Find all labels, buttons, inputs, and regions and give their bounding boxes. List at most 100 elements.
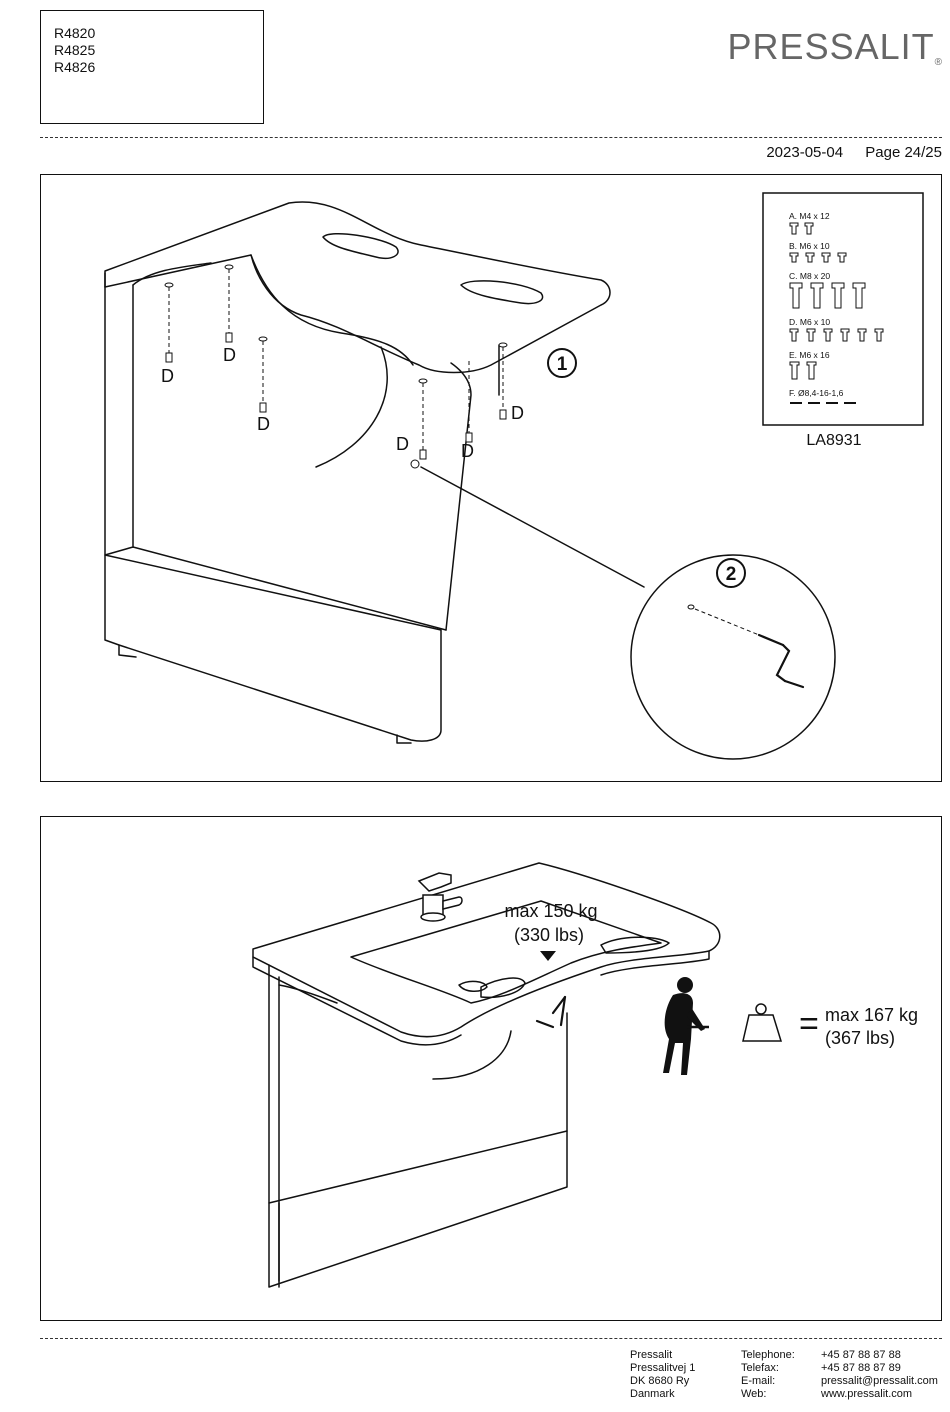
basin-top-outline xyxy=(104,201,611,374)
crank-shaft xyxy=(757,633,785,647)
column-front-edge xyxy=(445,362,472,631)
screw-e-icon xyxy=(806,361,817,380)
screw-e-icon xyxy=(789,361,800,380)
screw-hole xyxy=(224,264,234,270)
handle-slot-left xyxy=(480,977,526,999)
handle-slot-left xyxy=(322,233,399,259)
contact-label: Telefax: xyxy=(741,1362,779,1374)
address-line: DK 8680 Ry xyxy=(630,1375,690,1387)
bowl-drain-curve xyxy=(432,1030,512,1080)
lower-housing xyxy=(104,554,442,742)
screw-c-icon xyxy=(789,282,803,309)
screw-icon xyxy=(419,449,427,460)
contact-label: E-mail: xyxy=(741,1375,776,1387)
kit-item-label: E. M6 x 16 xyxy=(789,350,830,360)
screw-label: D xyxy=(511,403,524,423)
lower-housing-top-edge xyxy=(132,546,447,631)
step-1-marker: 1 xyxy=(547,348,577,378)
screw-d-icon xyxy=(823,328,833,342)
screw-icon xyxy=(465,432,473,443)
step-2-number: 2 xyxy=(726,564,737,585)
telephone-value: +45 87 88 87 88 xyxy=(821,1349,901,1361)
handle-slot-right xyxy=(460,280,544,305)
equals-sign: = xyxy=(799,1005,819,1043)
screw-label: D xyxy=(461,441,474,461)
step-1-panel: D D D D D D 1 2 A. M4 x 12 B. M6 x 10 C.… xyxy=(40,174,942,782)
footer-contact-labels: Telephone: Telefax: E-mail: Web: xyxy=(741,1349,795,1401)
address-line: Pressalitvej 1 xyxy=(630,1362,696,1374)
support-column xyxy=(268,964,568,1288)
screw-hole xyxy=(164,282,174,288)
kit-item-label: F. Ø8,4-16-1,6 xyxy=(789,388,844,398)
step-1-number: 1 xyxy=(557,354,568,375)
kit-item-label: A. M4 x 12 xyxy=(789,211,830,221)
kit-code: LA8931 xyxy=(806,432,861,449)
basin-side-rim xyxy=(600,950,710,976)
brand-logo: PRESSALIT® xyxy=(728,26,942,68)
faucet-icon xyxy=(417,872,463,922)
screw-icon xyxy=(165,352,173,363)
document-meta: 2023-05-04 Page 24/25 xyxy=(748,144,942,161)
kit-item-label: B. M6 x 10 xyxy=(789,241,830,251)
screw-b-icon xyxy=(821,252,831,263)
screw-label: D xyxy=(396,434,409,454)
model-number: R4820 xyxy=(54,25,96,41)
telefax-value: +45 87 88 87 89 xyxy=(821,1362,901,1374)
kit-item-label: C. M8 x 20 xyxy=(789,271,830,281)
crank-hole xyxy=(687,604,695,610)
document-date: 2023-05-04 xyxy=(766,144,844,161)
column-split-line xyxy=(268,1130,568,1204)
basin-bowl-edge xyxy=(250,254,414,366)
basin-top-outline xyxy=(252,862,721,1038)
web-link[interactable]: www.pressalit.com xyxy=(821,1388,913,1400)
screw-a-icon xyxy=(804,222,814,235)
footer-contact-values: +45 87 88 87 88 +45 87 88 87 89 pressali… xyxy=(821,1349,938,1401)
basin-bowl-edge xyxy=(350,900,662,1004)
load-arrow-icon xyxy=(540,951,556,961)
model-number: R4826 xyxy=(54,59,96,75)
screw-d-icon xyxy=(857,328,867,342)
registered-mark: ® xyxy=(934,57,942,68)
address-line: Danmark xyxy=(630,1388,675,1400)
screw-d-icon xyxy=(840,328,850,342)
support-bracket-curve xyxy=(132,262,212,286)
handle-slot-right xyxy=(600,936,670,954)
bowl-drain-curve xyxy=(315,346,388,468)
logo-text: PRESSALIT xyxy=(727,26,935,67)
detail-circle xyxy=(630,554,836,760)
basin-load-limit-lbs: (330 lbs) xyxy=(514,925,584,945)
screw-d-icon xyxy=(874,328,884,342)
screw-b-icon xyxy=(805,252,815,263)
address-line: Pressalit xyxy=(630,1349,673,1361)
email-link[interactable]: pressalit@pressalit.com xyxy=(821,1375,938,1387)
housing-foot-right xyxy=(396,734,412,744)
screw-hole xyxy=(498,342,508,348)
screw-label: D xyxy=(223,345,236,365)
basin-front-rim xyxy=(252,956,462,1046)
screw-b-icon xyxy=(789,252,799,263)
screw-a-icon xyxy=(789,222,799,235)
screw-icon xyxy=(499,409,507,420)
mounting-illustration: D D D D D D 1 2 A. M4 x 12 B. M6 x 10 C.… xyxy=(104,192,924,760)
person-leaning-icon xyxy=(663,977,705,1075)
screw-icon xyxy=(225,332,233,343)
support-bracket xyxy=(104,284,134,556)
detail-leader-line xyxy=(420,466,645,588)
contact-label: Web: xyxy=(741,1388,767,1400)
crank-handle xyxy=(783,679,805,689)
footer-address: Pressalit Pressalitvej 1 DK 8680 Ry Danm… xyxy=(630,1349,695,1401)
support-load-limit-lbs: (367 lbs) xyxy=(825,1028,895,1048)
crank-guide xyxy=(694,608,770,640)
column-top-notch xyxy=(278,984,338,1004)
crank-handle-icon xyxy=(535,995,567,1029)
screw-label: D xyxy=(161,366,174,386)
screw-c-icon xyxy=(852,282,866,309)
step-2-panel: max 150 kg (330 lbs) = max 167 kg (367 l… xyxy=(40,816,942,1321)
basin-load-limit: max 150 kg xyxy=(504,901,597,921)
crank-arm xyxy=(775,643,791,683)
contact-label: Telephone: xyxy=(741,1349,795,1361)
model-number-box: R4820 R4825 R4826 xyxy=(40,10,264,124)
screw-b-icon xyxy=(837,252,847,263)
kit-item-label: D. M6 x 10 xyxy=(789,317,830,327)
footer-divider xyxy=(40,1338,942,1339)
